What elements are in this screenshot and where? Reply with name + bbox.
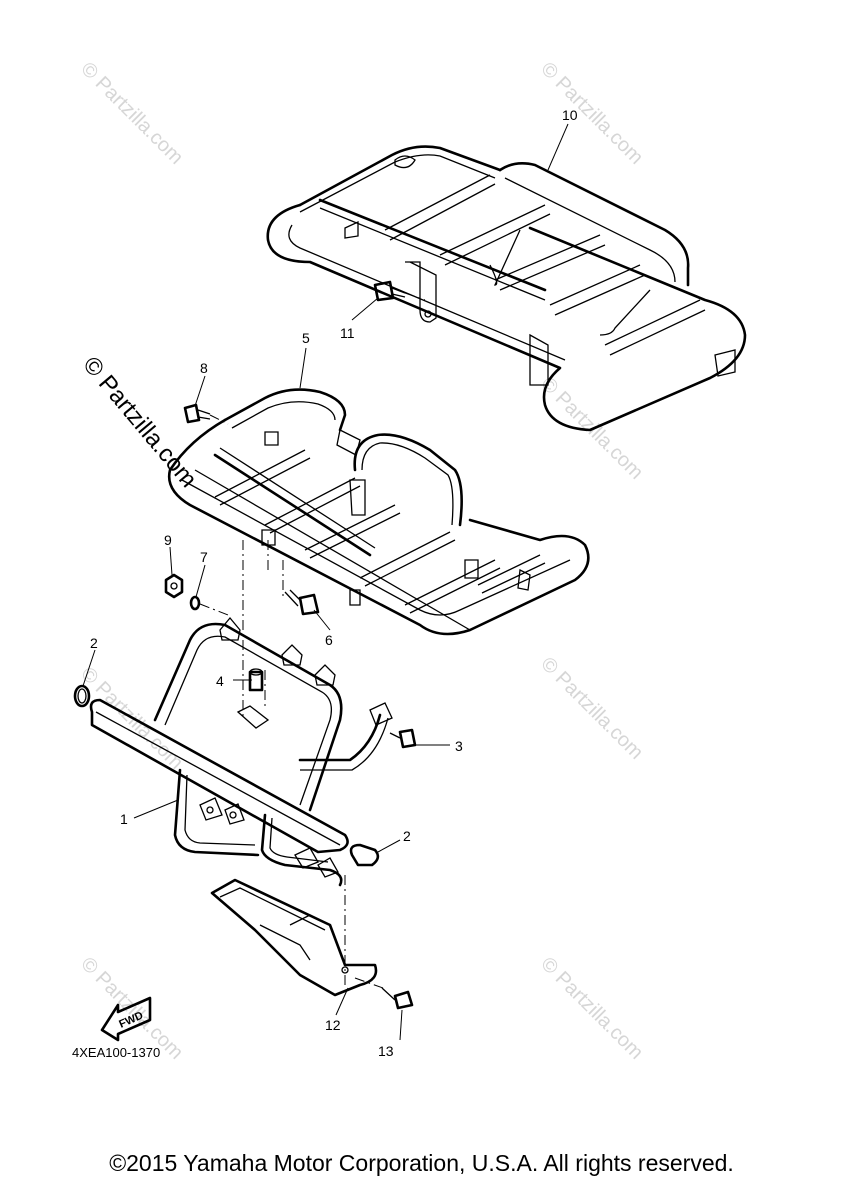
damper-3 — [248, 668, 264, 692]
callout-label: 1 — [120, 811, 128, 827]
callout-label: 7 — [200, 549, 208, 565]
rear-carrier — [266, 145, 747, 432]
bolt-11 — [373, 280, 406, 302]
watermark: © Partzilla.com — [536, 653, 647, 764]
washer-7 — [189, 595, 201, 611]
callout-label: 9 — [164, 532, 172, 548]
watermark: © Partzilla.com — [536, 953, 647, 1064]
callout-label: 5 — [302, 330, 310, 346]
callout-label: 11 — [340, 325, 355, 341]
watermarks: © Partzilla.com © Partzilla.com © Partzi… — [76, 58, 647, 1064]
front-guard — [89, 616, 393, 887]
bolt-13 — [381, 987, 414, 1010]
front-carrier — [167, 388, 590, 636]
watermark: © Partzilla.com — [76, 58, 187, 169]
callout-label: 2 — [90, 635, 98, 651]
skid-plate — [210, 878, 378, 997]
callout-label: 12 — [325, 1017, 341, 1033]
callout-label: 2 — [403, 828, 411, 844]
cap-2-right — [349, 843, 380, 867]
callout-label: 4 — [216, 673, 224, 689]
bolt-8 — [183, 403, 211, 424]
watermark-dark: © Partzilla.com — [77, 352, 202, 493]
callout-label: 6 — [325, 632, 333, 648]
watermark: © Partzilla.com — [536, 58, 647, 169]
callouts: 10 11 5 8 9 7 6 2 4 3 1 2 12 13 — [82, 107, 578, 1059]
nut-9 — [164, 573, 184, 599]
callout-label: 8 — [200, 360, 208, 376]
diagram-code: 4XEA100-1370 — [72, 1045, 160, 1060]
copyright-notice: ©2015 Yamaha Motor Corporation, U.S.A. A… — [109, 1150, 734, 1176]
bolt-6 — [284, 589, 320, 616]
callout-label: 13 — [378, 1043, 394, 1059]
cap-2-left — [73, 684, 91, 708]
bolt-4 — [389, 728, 417, 749]
callout-label: 3 — [455, 738, 463, 754]
callout-label: 10 — [562, 107, 578, 123]
